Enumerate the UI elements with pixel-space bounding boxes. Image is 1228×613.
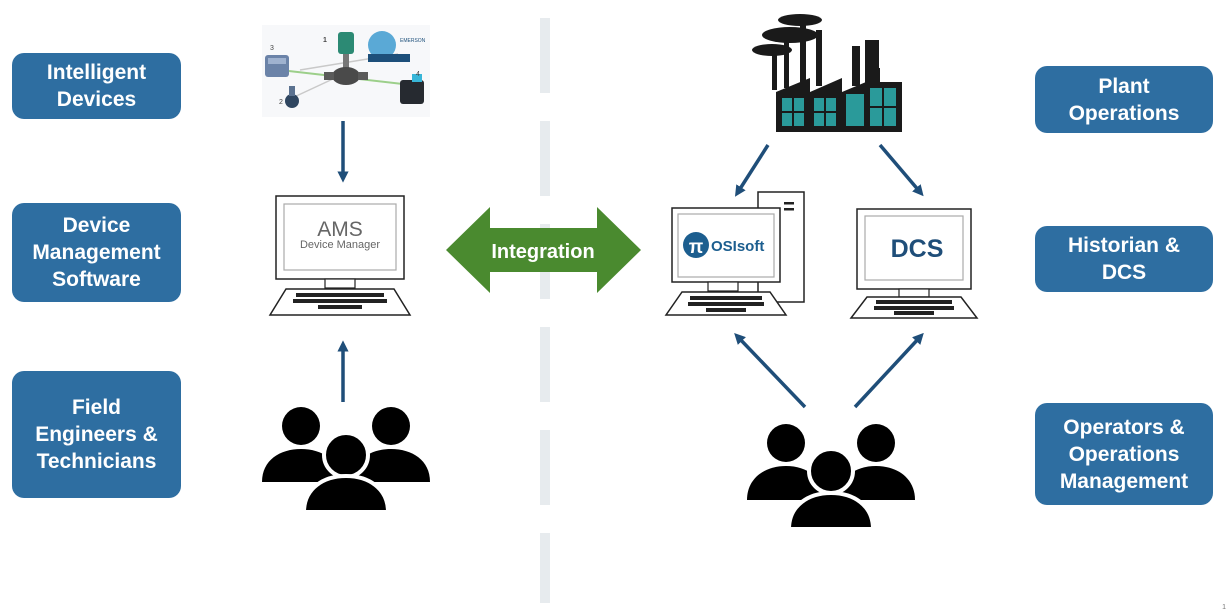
ams-title: AMS	[317, 218, 363, 241]
callout-1: 1	[323, 37, 327, 44]
callout-4: 4	[416, 71, 420, 78]
osisoft-pi-symbol-icon: π	[689, 237, 704, 258]
ams-laptop: AMS Device Manager	[268, 195, 412, 316]
label-field-engineers-technicians: Field Engineers & Technicians	[12, 371, 181, 498]
operators-people-icon	[747, 424, 915, 531]
label-historian-dcs: Historian & DCS	[1035, 226, 1213, 292]
factory-icon	[752, 14, 902, 132]
osisoft-brand: OSIsoft	[711, 238, 764, 255]
center-divider	[540, 18, 550, 603]
callout-2: 2	[279, 99, 283, 106]
device-brand-text: EMERSON	[400, 38, 426, 44]
intelligent-devices-image: EMERSON 3 1 2 4	[262, 25, 430, 117]
engineers-people-icon	[262, 407, 430, 514]
integration-label: Integration	[491, 241, 594, 263]
integration-arrow: Integration	[446, 207, 641, 293]
ams-subtitle: Device Manager	[300, 239, 380, 251]
label-plant-operations: Plant Operations	[1035, 66, 1213, 133]
label-intelligent-devices: Intelligent Devices	[12, 53, 181, 119]
dcs-laptop: DCS	[849, 208, 979, 319]
label-operators-operations-management: Operators & Operations Management	[1035, 403, 1213, 505]
callout-3: 3	[270, 45, 274, 52]
label-device-management-software: Device Management Software	[12, 203, 181, 302]
osisoft-workstation: π OSIsoft	[664, 191, 805, 316]
dcs-label: DCS	[891, 235, 944, 263]
page-number: 1	[1222, 604, 1226, 611]
